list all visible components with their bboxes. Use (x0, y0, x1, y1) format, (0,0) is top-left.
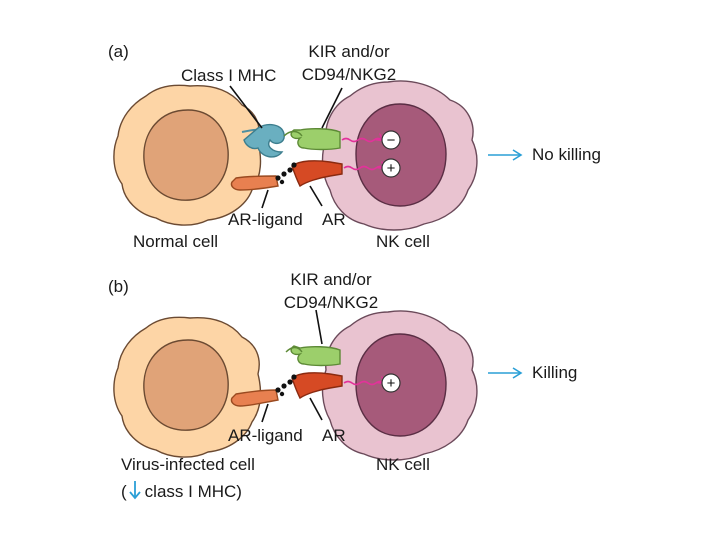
outcome-label-b: Killing (532, 363, 578, 382)
label-reduced-mhc: ( class I MHC) (121, 480, 242, 502)
outcome-arrow-b (488, 367, 523, 379)
panel-a: − + (113, 80, 523, 231)
kir-receptor-b (285, 345, 341, 367)
label-nk-cell-a: NK cell (376, 232, 430, 251)
label-reduced-mhc-open: ( (121, 482, 127, 501)
down-arrow-icon (128, 481, 141, 500)
infected-cell-nucleus (143, 339, 229, 431)
inhibitory-signal-arrow (341, 139, 382, 143)
label-class-i-mhc: Class I MHC (181, 66, 277, 85)
activating-signal-arrow-b (343, 382, 384, 386)
normal-cell-nucleus (143, 109, 229, 201)
ar-ligand-b (230, 389, 279, 407)
ar-receptor-b (291, 372, 343, 400)
label-ar-a: AR (322, 210, 346, 229)
label-kir-b-line2: CD94/NKG2 (283, 293, 379, 312)
activating-signal-circle-b (381, 373, 401, 393)
ar-receptor-a (291, 160, 343, 188)
label-kir-a-line2: CD94/NKG2 (301, 65, 397, 84)
leader-ar-b (309, 397, 323, 421)
leader-kir-b (315, 309, 323, 345)
leader-ar-ligand-b (261, 403, 269, 423)
label-normal-cell: Normal cell (133, 232, 219, 251)
label-virus-infected-cell: Virus-infected cell (121, 455, 255, 474)
label-reduced-mhc-text: class I MHC) (144, 482, 242, 501)
activating-sign-a: + (387, 160, 396, 177)
label-kir-a-line1: KIR and/or (308, 42, 390, 61)
activating-signal-arrow-a (343, 167, 384, 171)
label-ar-b: AR (322, 426, 346, 445)
inhibitory-sign: − (387, 132, 396, 149)
panel-b-tag: (b) (108, 277, 129, 296)
leader-mhc (229, 85, 263, 129)
ar-ligand-a (230, 175, 279, 191)
leader-ar-ligand-a (261, 189, 269, 209)
inhibitory-signal-circle (381, 130, 401, 150)
class-i-mhc (241, 123, 285, 158)
label-kir-b: KIR and/or CD94/NKG2 (276, 270, 386, 313)
binding-dots-a (275, 162, 297, 185)
label-kir-a: KIR and/or CD94/NKG2 (294, 42, 404, 85)
binding-dots-b (275, 374, 297, 397)
label-nk-cell-b: NK cell (376, 455, 430, 474)
nk-cell-nucleus-b (355, 333, 447, 437)
kir-receptor-a (283, 127, 341, 151)
outcome-arrow-a (488, 149, 523, 161)
panel-a-tag: (a) (108, 42, 129, 61)
activating-signal-circle-a (381, 158, 401, 178)
leader-kir-a (321, 87, 343, 129)
panel-b: + (113, 309, 523, 461)
outcome-label-a: No killing (532, 145, 601, 164)
label-kir-b-line1: KIR and/or (290, 270, 372, 289)
label-ar-ligand-b: AR-ligand (228, 426, 303, 445)
leader-ar-a (309, 185, 323, 207)
activating-sign-b: + (387, 375, 396, 392)
nk-cell-nucleus (355, 103, 447, 207)
label-ar-ligand-a: AR-ligand (228, 210, 303, 229)
